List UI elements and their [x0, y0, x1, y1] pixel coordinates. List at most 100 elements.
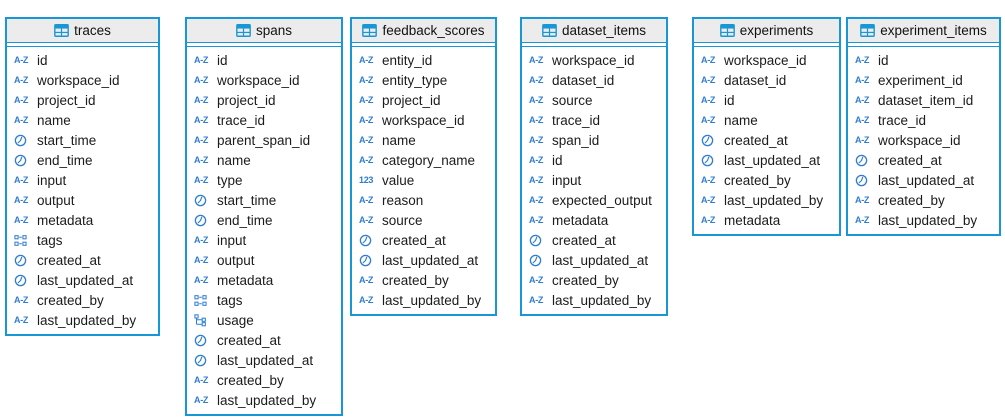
field-row-created_at[interactable]: created_at [529, 230, 660, 250]
field-name: name [217, 152, 251, 168]
field-name: dataset_id [724, 72, 787, 88]
field-row-last_updated_at[interactable]: last_updated_at [359, 250, 489, 270]
field-row-last_updated_at[interactable]: last_updated_at [529, 250, 660, 270]
field-row-created_at[interactable]: created_at [855, 150, 993, 170]
field-row-created_at[interactable]: created_at [359, 230, 489, 250]
field-row-end_time[interactable]: end_time [194, 210, 335, 230]
field-row-tags[interactable]: tags [14, 230, 152, 250]
field-row-last_updated_at[interactable]: last_updated_at [14, 270, 152, 290]
field-name: dataset_item_id [878, 92, 974, 108]
table-header[interactable]: dataset_items [522, 19, 666, 43]
array-squares-icon [14, 234, 33, 247]
field-name: project_id [37, 92, 96, 108]
field-row-tags[interactable]: tags [194, 290, 335, 310]
field-row-last_updated_at[interactable]: last_updated_at [701, 150, 833, 170]
table-grid-icon [719, 24, 735, 37]
field-row-usage[interactable]: usage [194, 310, 335, 330]
table-grid-icon [54, 24, 69, 37]
field-row-created_at[interactable]: created_at [194, 330, 335, 350]
table-header[interactable]: spans [187, 19, 341, 43]
field-row-end_time[interactable]: end_time [14, 150, 152, 170]
field-row-start_time[interactable]: start_time [14, 130, 152, 150]
clock-icon [855, 174, 874, 187]
table-header[interactable]: experiments [694, 19, 839, 43]
field-row-last_updated_at[interactable]: last_updated_at [855, 170, 993, 190]
field-row-start_time[interactable]: start_time [194, 190, 335, 210]
field-row-last_updated_at[interactable]: last_updated_at [194, 350, 335, 370]
table-header[interactable]: traces [7, 19, 158, 43]
table-header[interactable]: experiment_items [848, 19, 999, 43]
field-name: workspace_id [217, 72, 300, 88]
field-name: start_time [37, 132, 97, 148]
field-row-created_at[interactable]: created_at [701, 130, 833, 150]
field-name: metadata [552, 212, 609, 228]
field-name: output [37, 192, 75, 208]
table-header[interactable]: feedback_scores [352, 19, 495, 43]
field-row-created_at[interactable]: created_at [14, 250, 152, 270]
